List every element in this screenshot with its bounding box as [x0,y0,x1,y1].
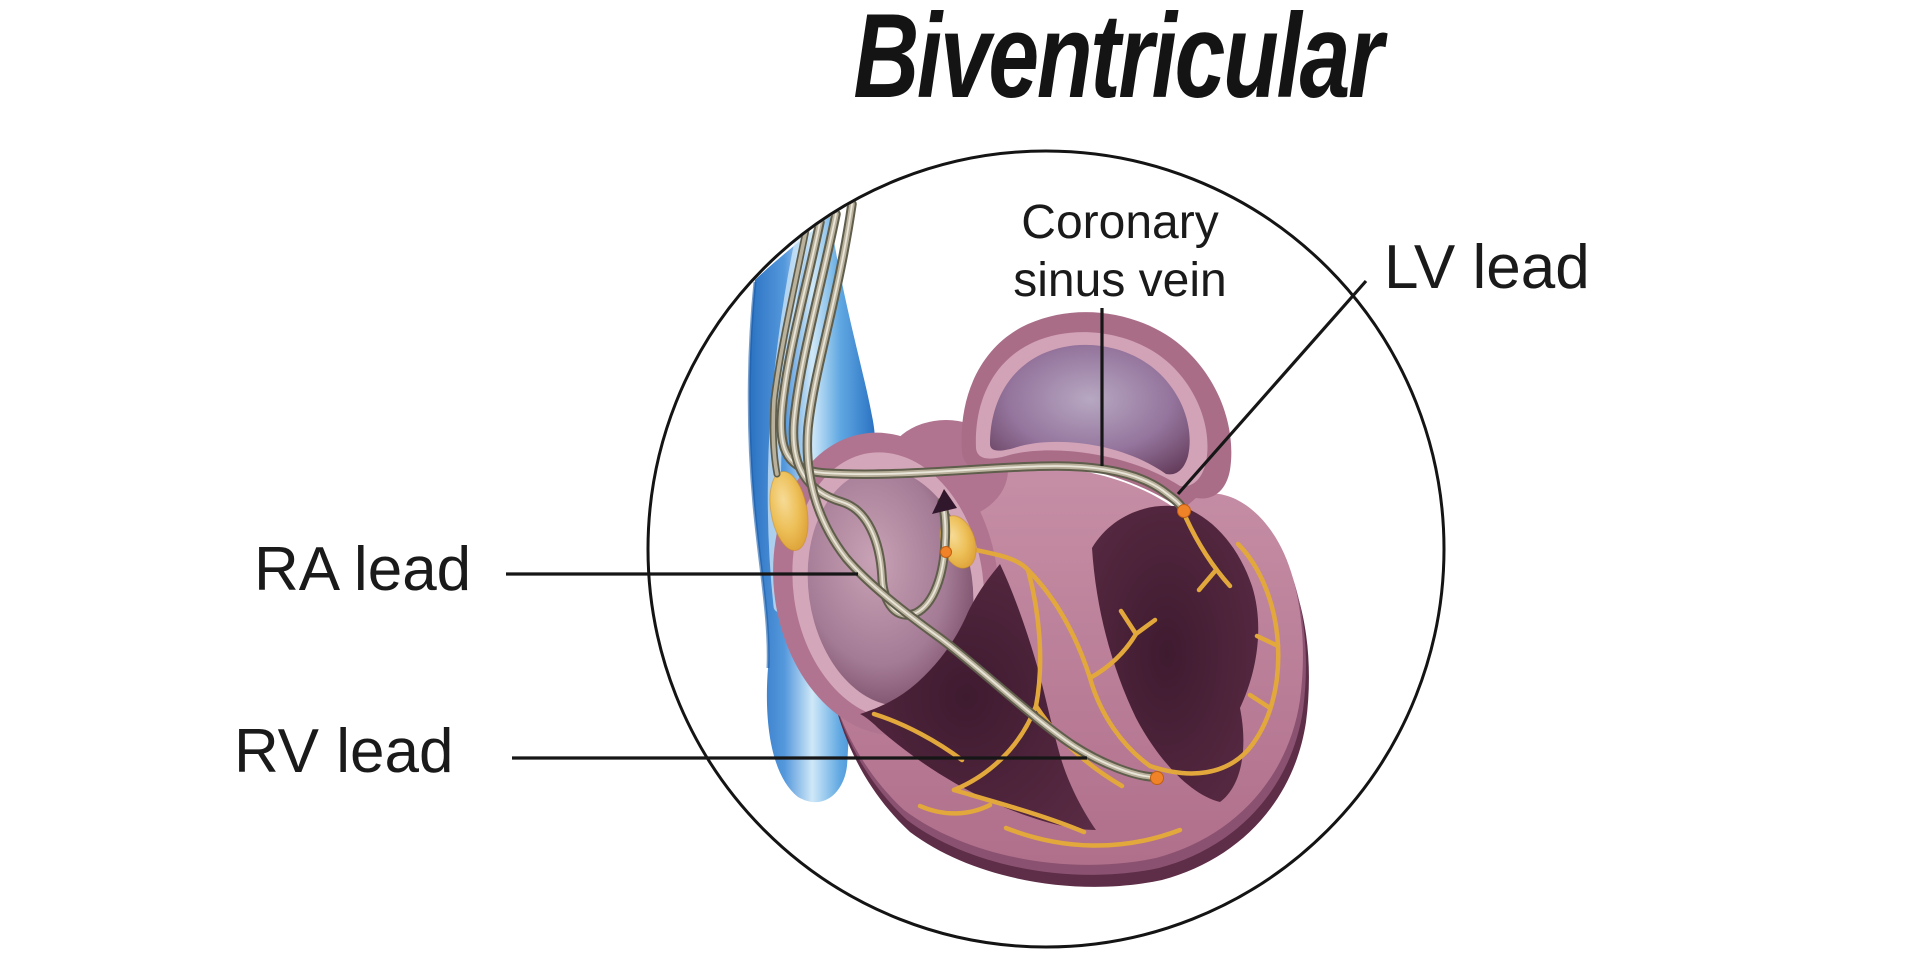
coronary-label-line2: sinus vein [1013,254,1227,308]
lv-lead-pointer-line [1176,279,1368,496]
lead-electrode-dots [940,504,1191,785]
right-ventricle-cavity [860,564,1096,830]
av-node-dot [940,546,952,558]
sa-node [769,470,809,552]
vena-cava-edge [747,281,770,669]
rv-lead-label: RV lead [234,717,454,786]
left-atrium [961,312,1232,510]
purkinje-fibers [871,515,1281,848]
ra-lead-tip [932,489,957,514]
coronary-sinus-vein-label: Coronary sinus vein [1008,194,1232,310]
lv-lead-tip-dot [1177,504,1191,518]
coronary-label-line1: Coronary [1021,196,1219,249]
left-ventricle-cavity [1092,505,1259,802]
ra-lead-label: RA lead [254,535,472,604]
pericardium-circle [646,149,1446,949]
rv-lead-tip-dot [1150,771,1164,785]
rv-lead-wire [802,199,1160,782]
page-title: Biventricular [770,0,1383,116]
title-text: Biventricular [853,0,1383,123]
guide-wire [769,226,810,478]
lv-lead-label: LV lead [1384,233,1590,302]
lv-lead-wire [776,217,1188,515]
